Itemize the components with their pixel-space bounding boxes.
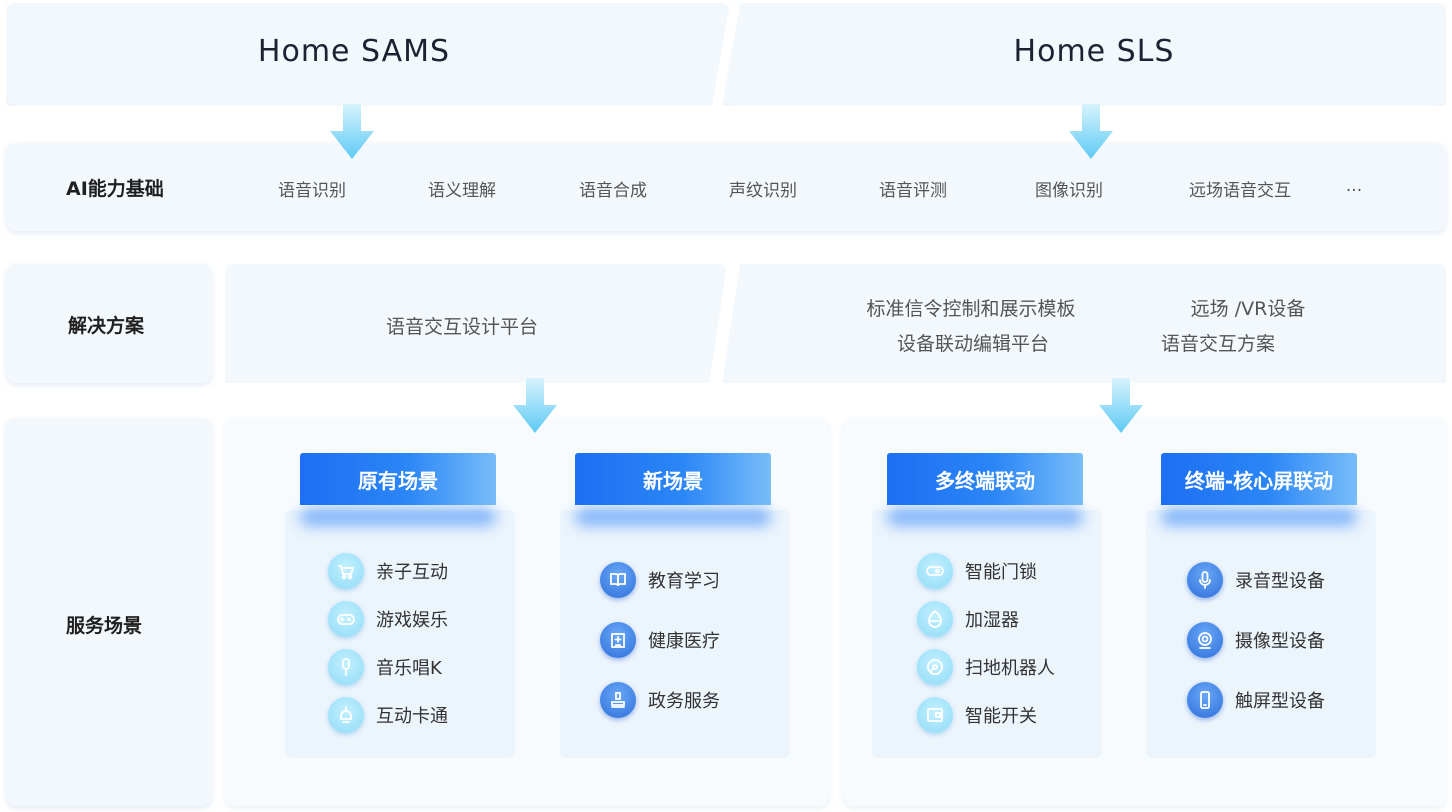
humidifier-icon <box>917 601 953 637</box>
card-title-core-screen: 终端-核心屏联动 <box>1161 453 1357 505</box>
list-item-gaming: 游戏娱乐 <box>328 601 448 637</box>
solution-signal-template: 标准信令控制和展示模板 <box>866 298 1076 320</box>
header-panel-sams <box>6 3 730 106</box>
list-item-label: 智能门锁 <box>965 562 1037 583</box>
row-label-service: 服务场景 <box>66 615 143 637</box>
list-item-smart-switch: 智能开关 <box>917 697 1037 733</box>
row-label-ai: AI能力基础 <box>66 178 164 200</box>
solution-vr-device: 远场 /VR设备 <box>1190 298 1306 320</box>
phone-icon <box>1187 682 1223 718</box>
lock-icon <box>917 553 953 589</box>
switch-icon <box>917 697 953 733</box>
arrow-down-icon <box>330 104 374 159</box>
solution-voice-interaction: 语音交互方案 <box>1160 333 1276 355</box>
card-body-original <box>285 510 515 758</box>
list-item-government: 政务服务 <box>600 682 720 718</box>
list-item-label: 亲子互动 <box>376 562 448 583</box>
robot-vacuum-icon <box>917 649 953 685</box>
gamepad-icon <box>328 601 364 637</box>
arrow-down-icon <box>513 378 557 433</box>
list-item-parent-child: 亲子互动 <box>328 553 448 589</box>
mic-icon <box>1187 562 1223 598</box>
list-item-karaoke: 音乐唱K <box>328 649 442 685</box>
title-home-sams: Home SAMS <box>257 34 451 69</box>
list-item-healthcare: 健康医疗 <box>600 622 720 658</box>
solution-linkage-platform: 设备联动编辑平台 <box>896 333 1050 355</box>
list-item-humidifier: 加湿器 <box>917 601 1019 637</box>
list-item-label: 摄像型设备 <box>1235 631 1325 652</box>
card-glow-original <box>300 508 496 526</box>
card-body-multi-terminal <box>872 510 1102 758</box>
list-item-label: 教育学习 <box>648 571 720 592</box>
arrow-down-icon <box>1099 378 1143 433</box>
card-body-core-screen <box>1146 510 1376 758</box>
card-glow-multi-terminal <box>887 508 1083 526</box>
list-item-label: 音乐唱K <box>376 658 442 679</box>
service-label-panel <box>6 418 212 806</box>
ai-item-speech-evaluation: 语音评测 <box>879 181 947 201</box>
list-item-education: 教育学习 <box>600 562 720 598</box>
card-body-new <box>560 510 790 758</box>
hospital-icon <box>600 622 636 658</box>
stamp-icon <box>600 682 636 718</box>
card-glow-new <box>575 508 771 526</box>
solution-panel-left <box>225 264 727 383</box>
card-title-multi-terminal: 多终端联动 <box>887 453 1083 505</box>
list-item-robot-vacuum: 扫地机器人 <box>917 649 1055 685</box>
list-item-recording-device: 录音型设备 <box>1187 562 1325 598</box>
list-item-label: 扫地机器人 <box>965 658 1055 679</box>
list-item-label: 互动卡通 <box>376 706 448 727</box>
card-glow-core-screen <box>1161 508 1357 526</box>
list-item-label: 游戏娱乐 <box>376 610 448 631</box>
card-title-original: 原有场景 <box>300 453 496 505</box>
list-item-label: 健康医疗 <box>648 631 720 652</box>
ai-item-far-field-voice: 远场语音交互 <box>1189 181 1291 201</box>
list-item-label: 录音型设备 <box>1235 571 1325 592</box>
list-item-camera-device: 摄像型设备 <box>1187 622 1325 658</box>
ai-item-speech-recognition: 语音识别 <box>278 181 346 201</box>
ai-item-speech-synthesis: 语音合成 <box>579 181 647 201</box>
ai-item-image-recognition: 图像识别 <box>1035 181 1103 201</box>
card-title-new: 新场景 <box>575 453 771 505</box>
book-icon <box>600 562 636 598</box>
header-panel-sls <box>722 3 1446 106</box>
list-item-label: 加湿器 <box>965 610 1019 631</box>
solution-voice-design-platform: 语音交互设计平台 <box>385 316 539 338</box>
list-item-cartoon: 互动卡通 <box>328 697 448 733</box>
cartoon-icon <box>328 697 364 733</box>
ai-item-semantic-understanding: 语义理解 <box>428 181 496 201</box>
list-item-smart-lock: 智能门锁 <box>917 553 1037 589</box>
solution-label-panel <box>6 264 212 383</box>
list-item-label: 触屏型设备 <box>1235 691 1325 712</box>
row-label-solution: 解决方案 <box>68 315 145 337</box>
list-item-label: 政务服务 <box>648 691 720 712</box>
list-item-label: 智能开关 <box>965 706 1037 727</box>
microphone-icon <box>328 649 364 685</box>
arrow-down-icon <box>1069 104 1113 159</box>
ai-item-more: ... <box>1345 176 1363 196</box>
camera-icon <box>1187 622 1223 658</box>
ai-item-voiceprint: 声纹识别 <box>729 181 797 201</box>
list-item-touchscreen-device: 触屏型设备 <box>1187 682 1325 718</box>
title-home-sls: Home SLS <box>1013 34 1175 69</box>
solution-panel-right <box>722 264 1446 383</box>
stroller-icon <box>328 553 364 589</box>
ai-capability-panel <box>6 143 1446 231</box>
